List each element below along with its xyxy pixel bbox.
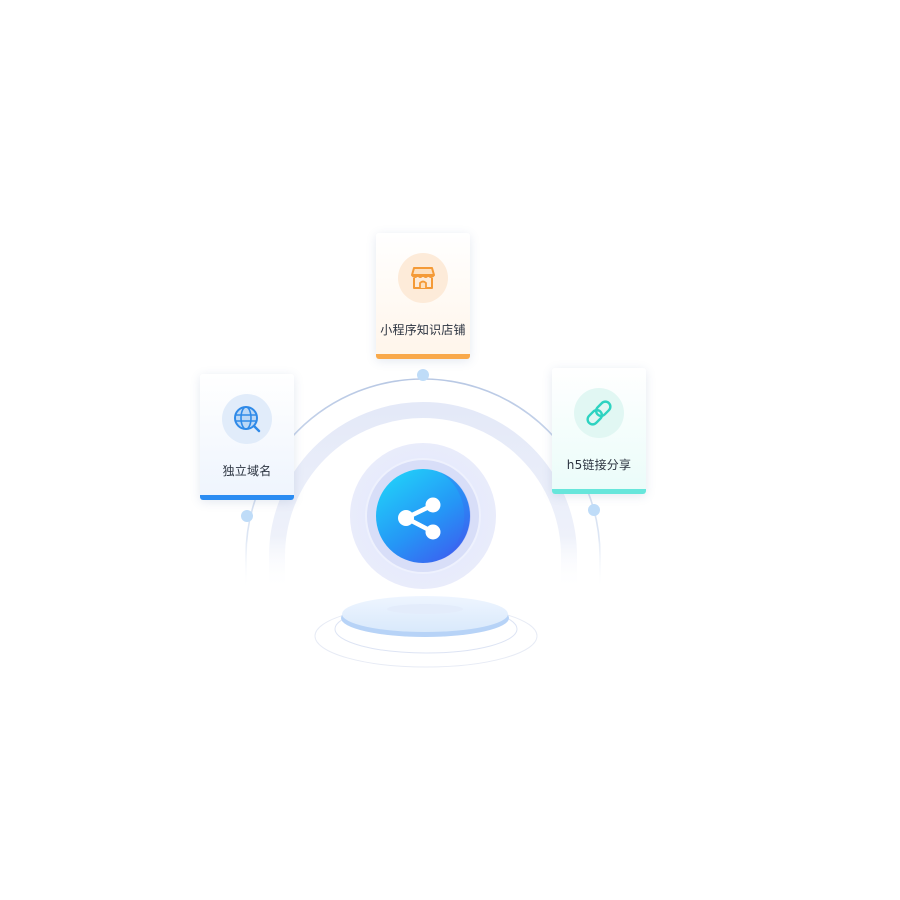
base-plate-highlight xyxy=(387,604,463,614)
feature-card-store[interactable]: 小程序知识店铺 xyxy=(376,233,470,359)
feature-card-h5[interactable]: h5链接分享 xyxy=(552,368,646,494)
feature-card-domain[interactable]: 独立域名 xyxy=(200,374,294,500)
feature-icon-badge xyxy=(574,388,624,438)
center-ball-shine xyxy=(440,472,471,560)
feature-icon-badge xyxy=(398,253,448,303)
feature-label: 小程序知识店铺 xyxy=(380,323,466,337)
feature-label: 独立域名 xyxy=(222,464,272,478)
accent-bar xyxy=(552,489,646,494)
link-icon xyxy=(586,400,612,426)
feature-label: h5链接分享 xyxy=(566,458,632,472)
accent-bar xyxy=(376,354,470,359)
accent-bar xyxy=(200,495,294,500)
globe-search-icon xyxy=(234,406,261,433)
connector-dot-right xyxy=(588,504,600,516)
share-icon xyxy=(398,497,441,540)
connector-dot-left xyxy=(241,510,253,522)
center-ball xyxy=(376,469,470,563)
store-icon xyxy=(411,267,435,289)
feature-icon-badge xyxy=(222,394,272,444)
connector-dot-top xyxy=(417,369,429,381)
